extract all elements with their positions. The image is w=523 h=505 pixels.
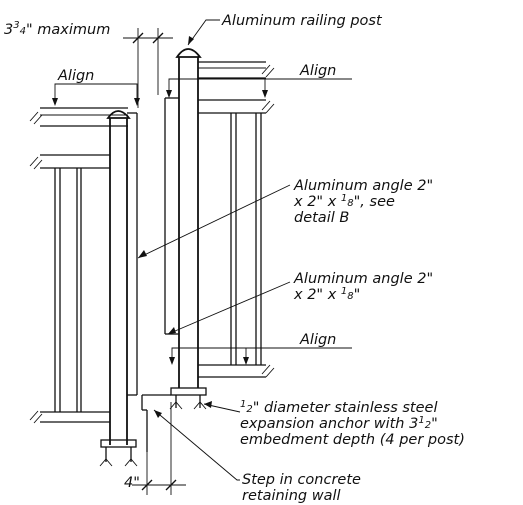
left-angle-bracket xyxy=(127,112,138,396)
align-right-bottom-leader xyxy=(169,347,352,365)
left-railing-post xyxy=(99,110,138,467)
left-bottom-rail xyxy=(29,410,110,424)
post-leader xyxy=(187,19,220,46)
right-mid-rail xyxy=(198,99,275,114)
concrete-wall-step xyxy=(141,394,171,452)
step-leader xyxy=(153,409,240,481)
angle-b-label-line2: x 2" x 18", see xyxy=(293,193,395,210)
max-dimension xyxy=(123,28,173,108)
angle-leader xyxy=(167,281,291,335)
step-label-line2: retaining wall xyxy=(242,488,341,504)
align-right-top-leader xyxy=(166,78,352,98)
align-left-leader xyxy=(52,83,140,106)
right-top-rail xyxy=(198,61,275,79)
max-label: 334" maximum xyxy=(4,20,110,38)
align-right-bottom-label: Align xyxy=(299,332,336,348)
anchor-label-line2: expansion anchor with 312" xyxy=(240,415,438,432)
right-angle-bracket xyxy=(164,97,179,335)
right-pickets xyxy=(230,113,262,365)
anchor-label-line3: embedment depth (4 per post) xyxy=(240,432,465,448)
anchor-label-line1: 12" diameter stainless steel xyxy=(240,399,438,416)
right-railing-post xyxy=(169,48,207,410)
left-top-rail xyxy=(29,107,128,127)
angle-b-leader xyxy=(137,184,291,259)
align-left-label: Align xyxy=(57,68,94,84)
post-label: Aluminum railing post xyxy=(221,13,383,29)
angle-label-line1: Aluminum angle 2" xyxy=(293,271,433,287)
angle-label-line2: x 2" x 18" xyxy=(293,286,360,303)
step-label-line1: Step in concrete xyxy=(242,472,361,488)
angle-b-label-line3: detail B xyxy=(294,210,349,226)
anchor-leader xyxy=(203,401,241,413)
angle-b-label-line1: Aluminum angle 2" xyxy=(293,178,433,194)
four-inch-dimension xyxy=(132,402,186,495)
four-inch-label: 4" xyxy=(124,475,140,491)
align-right-top-label: Align xyxy=(299,63,336,79)
left-pickets xyxy=(54,168,82,412)
right-bottom-rail xyxy=(198,364,275,378)
left-mid-rail xyxy=(29,154,110,170)
